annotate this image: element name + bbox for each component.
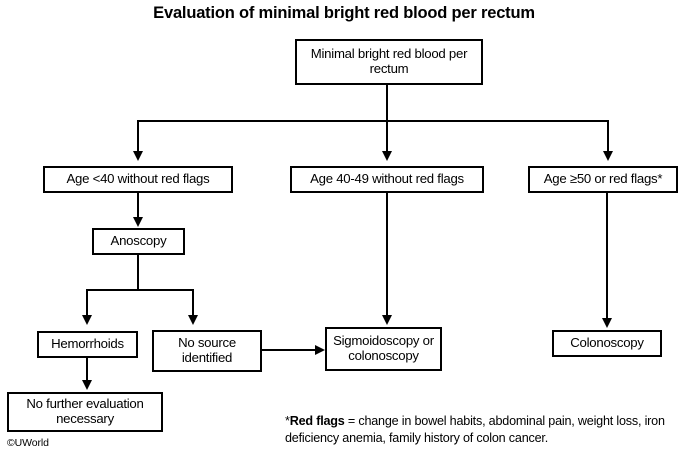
footnote-marker: * xyxy=(285,414,290,428)
connector-left-to-anoscopy xyxy=(137,193,139,218)
node-hemorrhoids: Hemorrhoids xyxy=(37,331,138,358)
node-root: Minimal bright red blood per rectum xyxy=(295,39,483,85)
node-age-50-or-red-flags: Age ≥50 or red flags* xyxy=(528,166,678,193)
connector-distribution-bar xyxy=(137,120,609,122)
connector-to-branch-left xyxy=(137,120,139,153)
connector-anoscopy-split-bar xyxy=(86,289,194,291)
arrowhead-branch-left xyxy=(133,151,143,161)
node-age-under-40: Age <40 without red flags xyxy=(43,166,233,193)
node-sigmoidoscopy-or-colonoscopy: Sigmoidoscopy or colonoscopy xyxy=(325,327,442,371)
copyright-mark: ©UWorld xyxy=(7,437,49,449)
arrowhead-branch-mid xyxy=(382,151,392,161)
footnote-red-flags: *Red flags = change in bowel habits, abd… xyxy=(285,413,685,446)
arrowhead-sigmoidoscopy-horizontal xyxy=(315,345,325,355)
connector-to-no-source xyxy=(192,289,194,317)
arrowhead-no-source xyxy=(188,315,198,325)
arrowhead-hemorrhoids xyxy=(82,315,92,325)
node-age-40-49: Age 40-49 without red flags xyxy=(290,166,484,193)
arrowhead-branch-right xyxy=(603,151,613,161)
connector-to-branch-right xyxy=(607,120,609,153)
arrowhead-anoscopy xyxy=(133,217,143,227)
connector-anoscopy-stem xyxy=(137,255,139,291)
connector-no-source-to-sigmoidoscopy xyxy=(262,349,317,351)
node-anoscopy: Anoscopy xyxy=(92,228,185,255)
connector-to-hemorrhoids xyxy=(86,289,88,317)
connector-hemorrhoids-to-no-further xyxy=(86,358,88,382)
arrowhead-no-further xyxy=(82,380,92,390)
page-title: Evaluation of minimal bright red blood p… xyxy=(153,4,535,22)
node-colonoscopy: Colonoscopy xyxy=(552,330,662,357)
connector-right-to-colonoscopy xyxy=(606,193,608,320)
connector-root-stem xyxy=(386,85,388,121)
connector-to-branch-mid xyxy=(386,120,388,153)
connector-mid-to-sigmoidoscopy xyxy=(386,193,388,317)
node-no-source-identified: No source identified xyxy=(152,330,262,372)
footnote-definition: = change in bowel habits, abdominal pain… xyxy=(285,414,665,445)
arrowhead-sigmoidoscopy-vertical xyxy=(382,315,392,325)
node-no-further-evaluation: No further evaluation necessary xyxy=(7,392,163,432)
arrowhead-colonoscopy xyxy=(602,318,612,328)
footnote-term: Red flags xyxy=(289,414,345,428)
